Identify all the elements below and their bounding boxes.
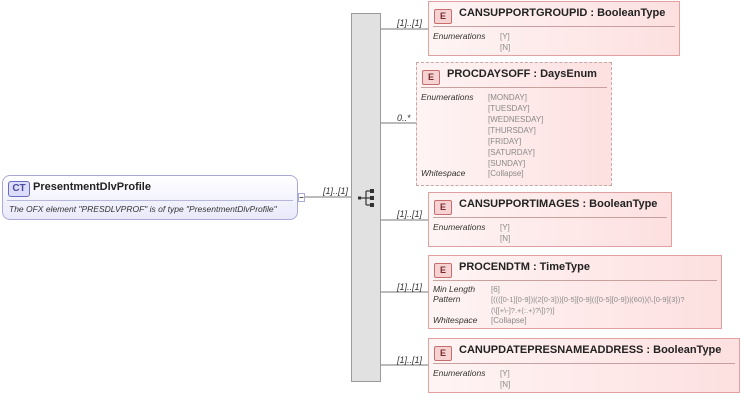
facet-value: [THURSDAY] — [488, 126, 536, 135]
element-badge: E — [434, 200, 452, 215]
element-name: CANSUPPORTGROUPID : BooleanType — [459, 7, 666, 19]
facet-value: [MONDAY] — [488, 93, 527, 102]
element-name: PROCDAYSOFF : DaysEnum — [447, 68, 597, 80]
complex-type-name: PresentmentDlvProfile — [33, 181, 151, 193]
divider — [7, 200, 293, 201]
facet-value: (\[[+\-]?.+(:.+)?\])?)] — [491, 306, 555, 315]
facet-values: [Y] [N] — [500, 31, 510, 53]
facet-value: [Y] — [500, 32, 510, 41]
facet-value: [6] — [491, 285, 500, 294]
collapse-toggle[interactable] — [298, 193, 305, 202]
facet-label: Whitespace — [421, 168, 466, 178]
facet-values: [Collapse] — [491, 315, 527, 326]
facet-label: Enumerations — [433, 222, 486, 232]
element-cardinality: [1]..[1] — [397, 282, 423, 292]
facet-value: [N] — [500, 380, 511, 389]
element-badge: E — [434, 346, 452, 361]
facet-label: Whitespace — [433, 315, 478, 325]
element-name: CANSUPPORTIMAGES : BooleanType — [459, 198, 658, 210]
facet-value: [N] — [500, 234, 511, 243]
facet-value: [Collapse] — [488, 169, 524, 178]
facet-label: Enumerations — [433, 31, 486, 41]
facet-value: [Collapse] — [491, 316, 527, 325]
facet-value: [TUESDAY] — [488, 104, 530, 113]
facet-label: Min Length — [433, 284, 476, 294]
facet-value: [Y] — [500, 223, 510, 232]
complex-type-cardinality: [1]..[1] — [323, 186, 349, 196]
facet-values: [MONDAY] [TUESDAY] [WEDNESDAY] [THURSDAY… — [488, 92, 543, 169]
facet-label: Enumerations — [421, 92, 474, 102]
divider — [433, 363, 735, 364]
facet-value: [WEDNESDAY] — [488, 115, 544, 124]
element-box-procendtm[interactable]: E PROCENDTM : TimeType Min Length [6] Pa… — [428, 255, 722, 329]
divider — [421, 87, 607, 88]
divider — [433, 280, 717, 281]
facet-value: [FRIDAY] — [488, 137, 522, 146]
element-name: PROCENDTM : TimeType — [459, 261, 590, 273]
element-badge: E — [434, 263, 452, 278]
facet-value: [Y] — [500, 369, 510, 378]
element-box-procdaysoff[interactable]: E PROCDAYSOFF : DaysEnum Enumerations [M… — [416, 62, 612, 186]
element-cardinality: [1]..[1] — [397, 209, 423, 219]
element-name: CANUPDATEPRESNAMEADDRESS : BooleanType — [459, 344, 722, 356]
facet-value: [N] — [500, 43, 511, 52]
element-cardinality: 0..* — [397, 113, 411, 123]
complex-type-badge: CT — [8, 181, 30, 197]
element-box-cansupportimages[interactable]: E CANSUPPORTIMAGES : BooleanType Enumera… — [428, 192, 672, 247]
facet-values: [6] — [491, 284, 500, 295]
element-box-canupdatepresnameaddress[interactable]: E CANUPDATEPRESNAMEADDRESS : BooleanType… — [428, 338, 740, 393]
divider — [433, 217, 667, 218]
element-badge: E — [434, 9, 452, 24]
facet-values: [Y] [N] — [500, 222, 510, 244]
facet-label: Pattern — [433, 294, 461, 304]
facet-values: [Y] [N] — [500, 368, 510, 390]
facet-label: Enumerations — [433, 368, 486, 378]
facet-values: [Collapse] — [488, 168, 524, 179]
element-cardinality: [1]..[1] — [397, 18, 423, 28]
element-badge: E — [422, 70, 440, 85]
facet-values: [((([0-1][0-9])|(2[0-3]))[0-5][0-9](([0-… — [491, 294, 685, 316]
complex-type-description: The OFX element "PRESDLVPROF" is of type… — [9, 204, 277, 214]
element-box-cansupportgroupid[interactable]: E CANSUPPORTGROUPID : BooleanType Enumer… — [428, 1, 680, 56]
facet-value: [SUNDAY] — [488, 159, 526, 168]
facet-value: [SATURDAY] — [488, 148, 535, 157]
element-cardinality: [1]..[1] — [397, 355, 423, 365]
complex-type-box[interactable]: CT PresentmentDlvProfile The OFX element… — [2, 175, 298, 220]
facet-value: [((([0-1][0-9])|(2[0-3]))[0-5][0-9](([0-… — [491, 295, 685, 304]
divider — [433, 26, 675, 27]
sequence-icon — [358, 189, 374, 207]
